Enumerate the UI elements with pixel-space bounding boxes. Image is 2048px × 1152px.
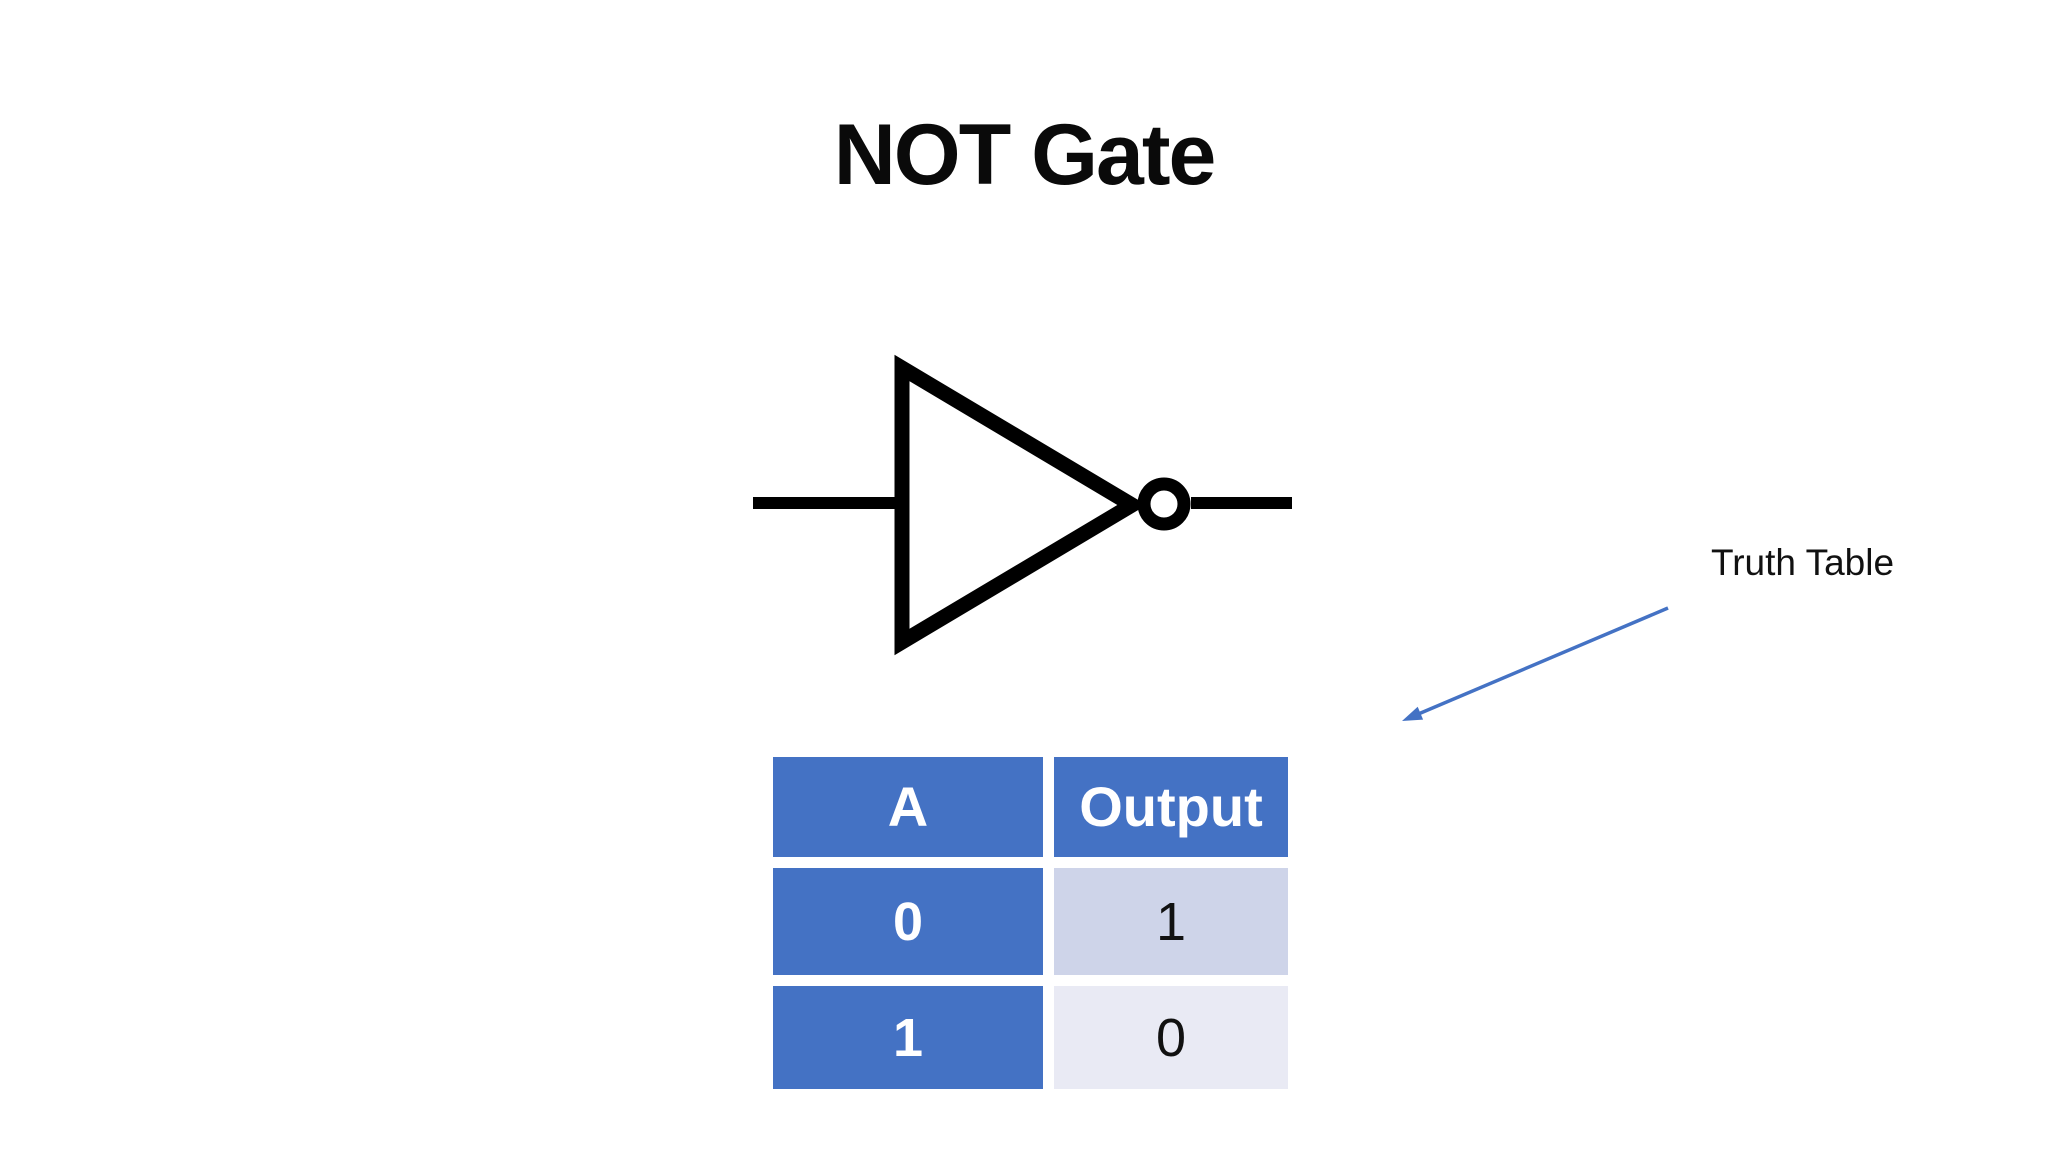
not-gate-symbol <box>753 354 1292 656</box>
annotation-arrow <box>1402 606 1669 721</box>
truth-table: A Output 0 1 1 0 <box>773 757 1288 1089</box>
truth-table-row1-a: 0 <box>773 868 1043 975</box>
truth-table-row2-output: 0 <box>1054 986 1288 1089</box>
truth-table-label: Truth Table <box>1711 542 1895 583</box>
arrow-line <box>1415 606 1669 717</box>
truth-table-header-a: A <box>773 757 1043 857</box>
truth-table-row1-output: 1 <box>1054 868 1288 975</box>
truth-table-row2-a: 1 <box>773 986 1043 1089</box>
truth-table-header-output: Output <box>1054 757 1288 857</box>
inversion-bubble <box>1137 477 1191 531</box>
gate-triangle <box>894 354 1147 656</box>
slide-title: NOT Gate <box>833 107 1217 203</box>
arrow-head <box>1402 706 1424 721</box>
